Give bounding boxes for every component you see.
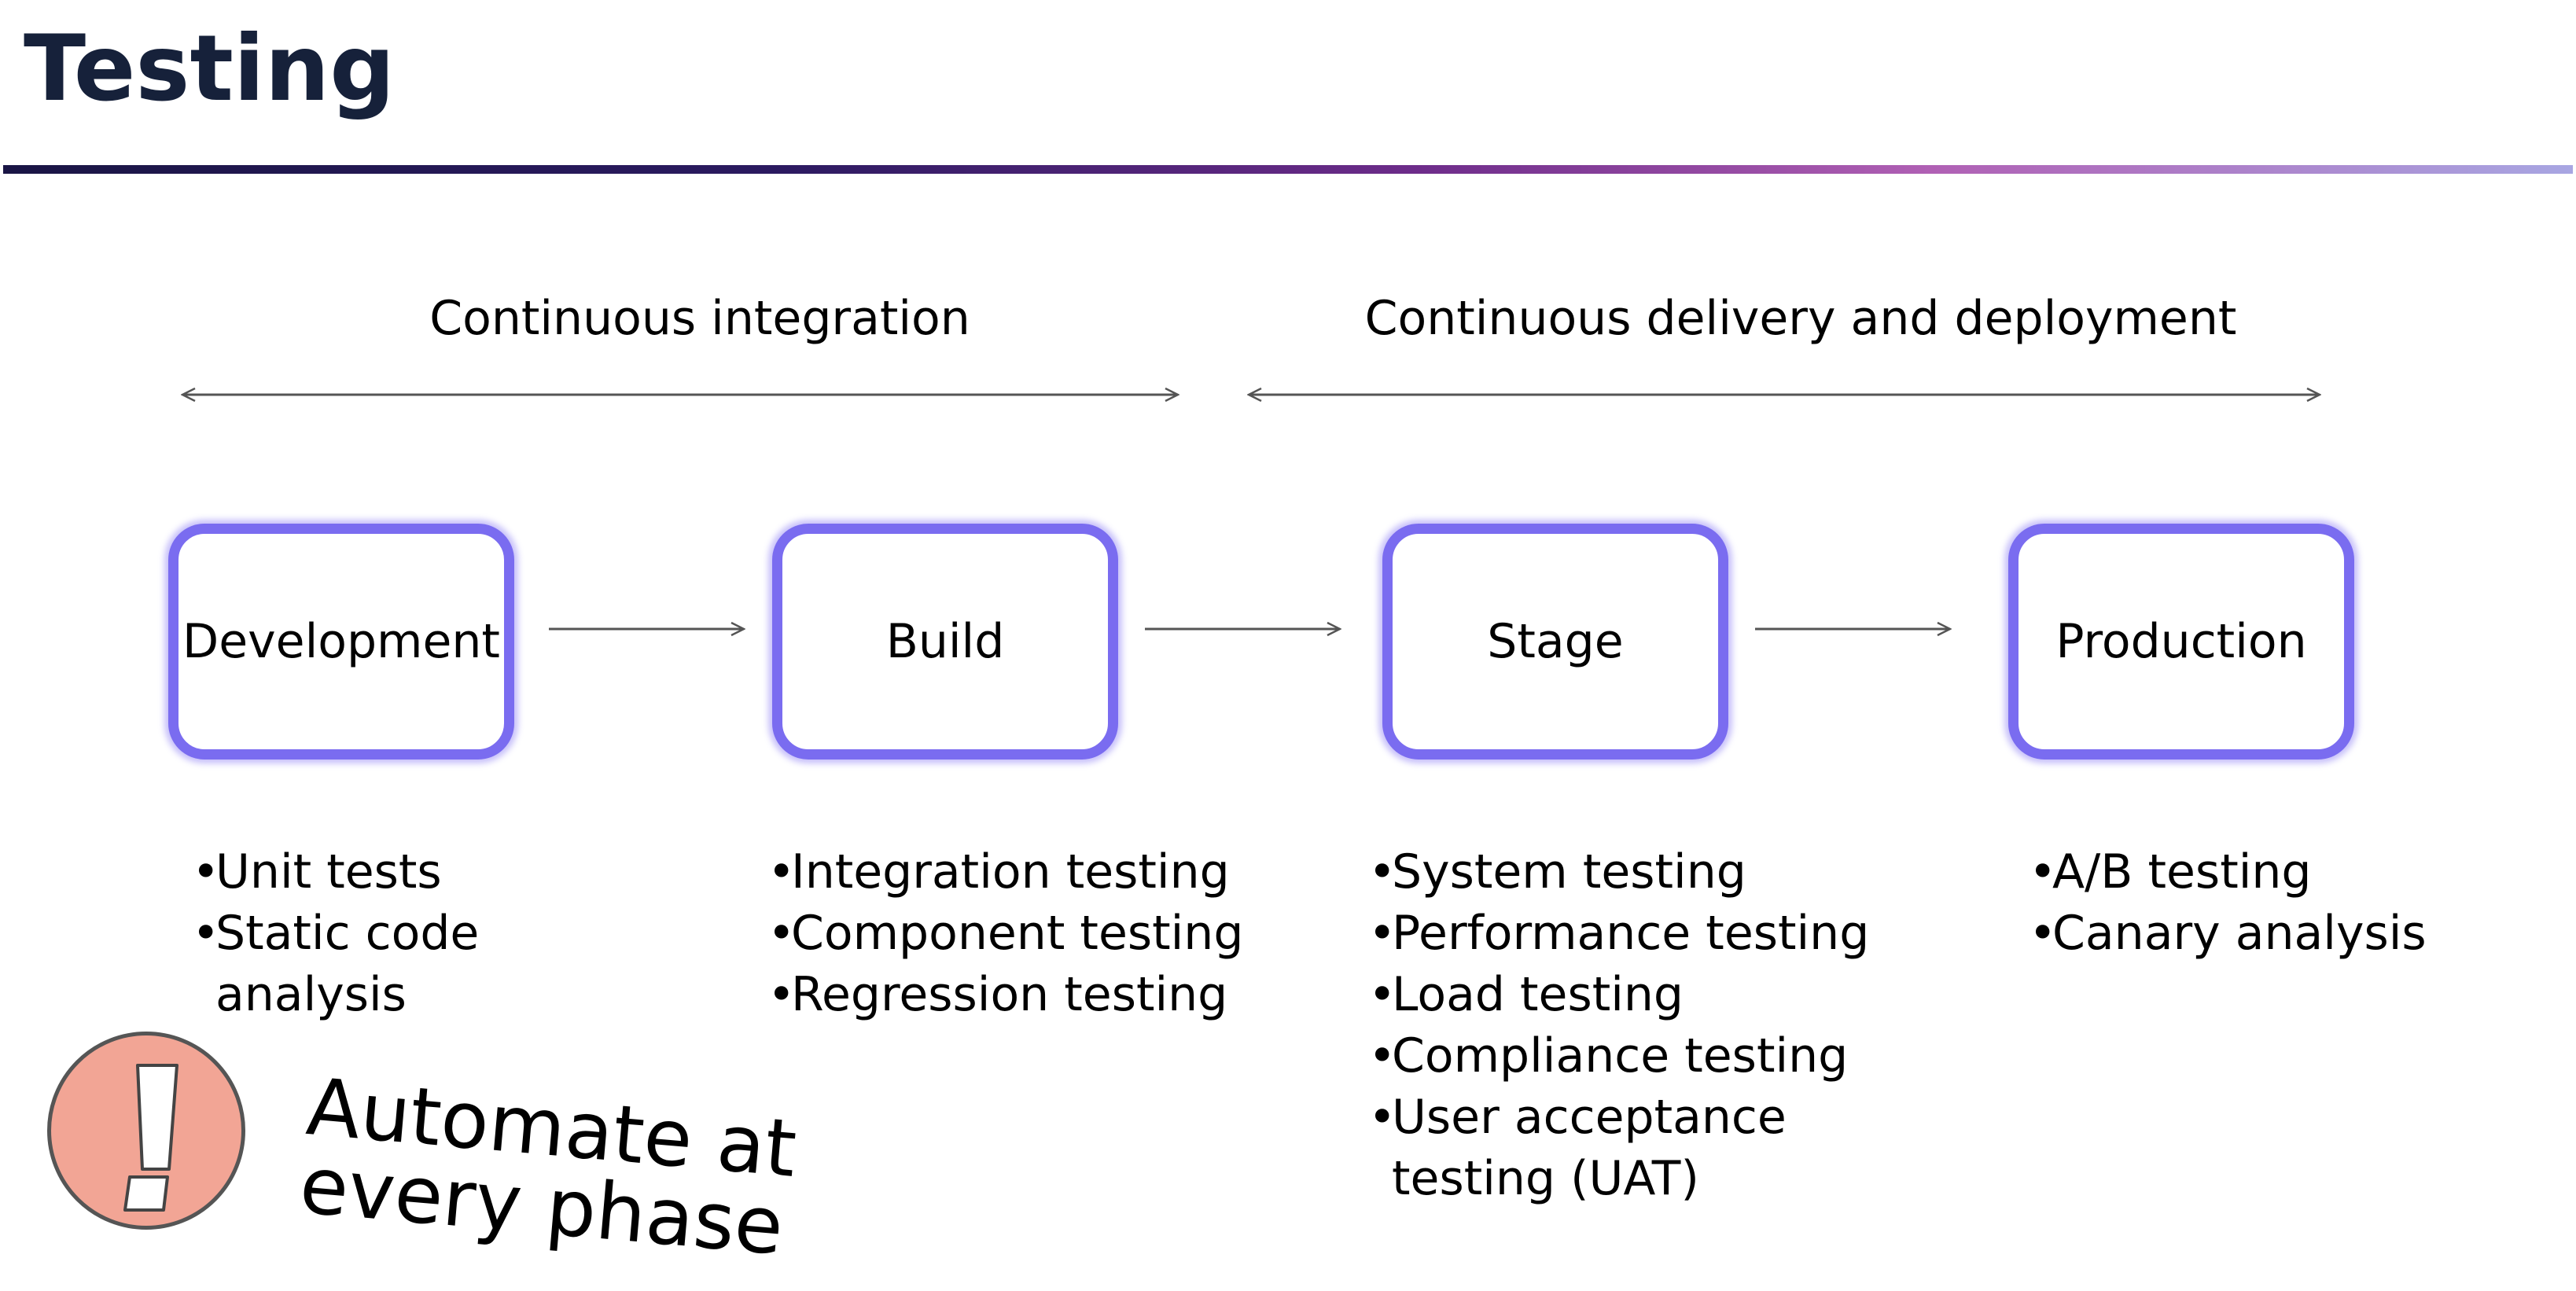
exclamation-icon xyxy=(123,1064,178,1212)
test-item: A/B testing xyxy=(2029,841,2516,903)
stage-label-production: Production xyxy=(2055,614,2307,669)
phase-heading-cd: Continuous delivery and deployment xyxy=(1364,291,2237,346)
alert-badge xyxy=(47,1032,245,1230)
phase-heading-ci: Continuous integration xyxy=(429,291,970,346)
stage-box-build: Build xyxy=(772,524,1118,760)
stage-label-development: Development xyxy=(182,614,500,669)
test-item: Unit tests xyxy=(192,841,679,903)
test-item: Static code analysis xyxy=(192,903,679,1025)
test-item: Regression testing xyxy=(767,964,1255,1025)
stage-box-production: Production xyxy=(2008,524,2354,760)
test-item: Performance testing xyxy=(1368,903,1950,964)
stage-box-stage: Stage xyxy=(1382,524,1728,760)
stage-label-stage: Stage xyxy=(1487,614,1624,669)
title-divider xyxy=(3,165,2573,174)
automate-callout: Automate at every phase xyxy=(296,1061,800,1273)
stage-box-development: Development xyxy=(168,524,514,760)
test-item: Canary analysis xyxy=(2029,903,2516,964)
test-item: Load testing xyxy=(1368,964,1950,1025)
test-list-development: Unit tests Static code analysis xyxy=(192,841,679,1025)
stage-label-build: Build xyxy=(885,614,1005,669)
test-item: User acceptance testing (UAT) xyxy=(1368,1087,1950,1209)
slide-title: Testing xyxy=(24,16,396,122)
test-item: Compliance testing xyxy=(1368,1025,1950,1087)
test-item: System testing xyxy=(1368,841,1950,903)
test-list-stage: System testing Performance testing Load … xyxy=(1368,841,1950,1209)
test-item: Integration testing xyxy=(767,841,1255,903)
test-list-build: Integration testing Component testing Re… xyxy=(767,841,1255,1025)
test-list-production: A/B testing Canary analysis xyxy=(2029,841,2516,964)
test-item: Component testing xyxy=(767,903,1255,964)
